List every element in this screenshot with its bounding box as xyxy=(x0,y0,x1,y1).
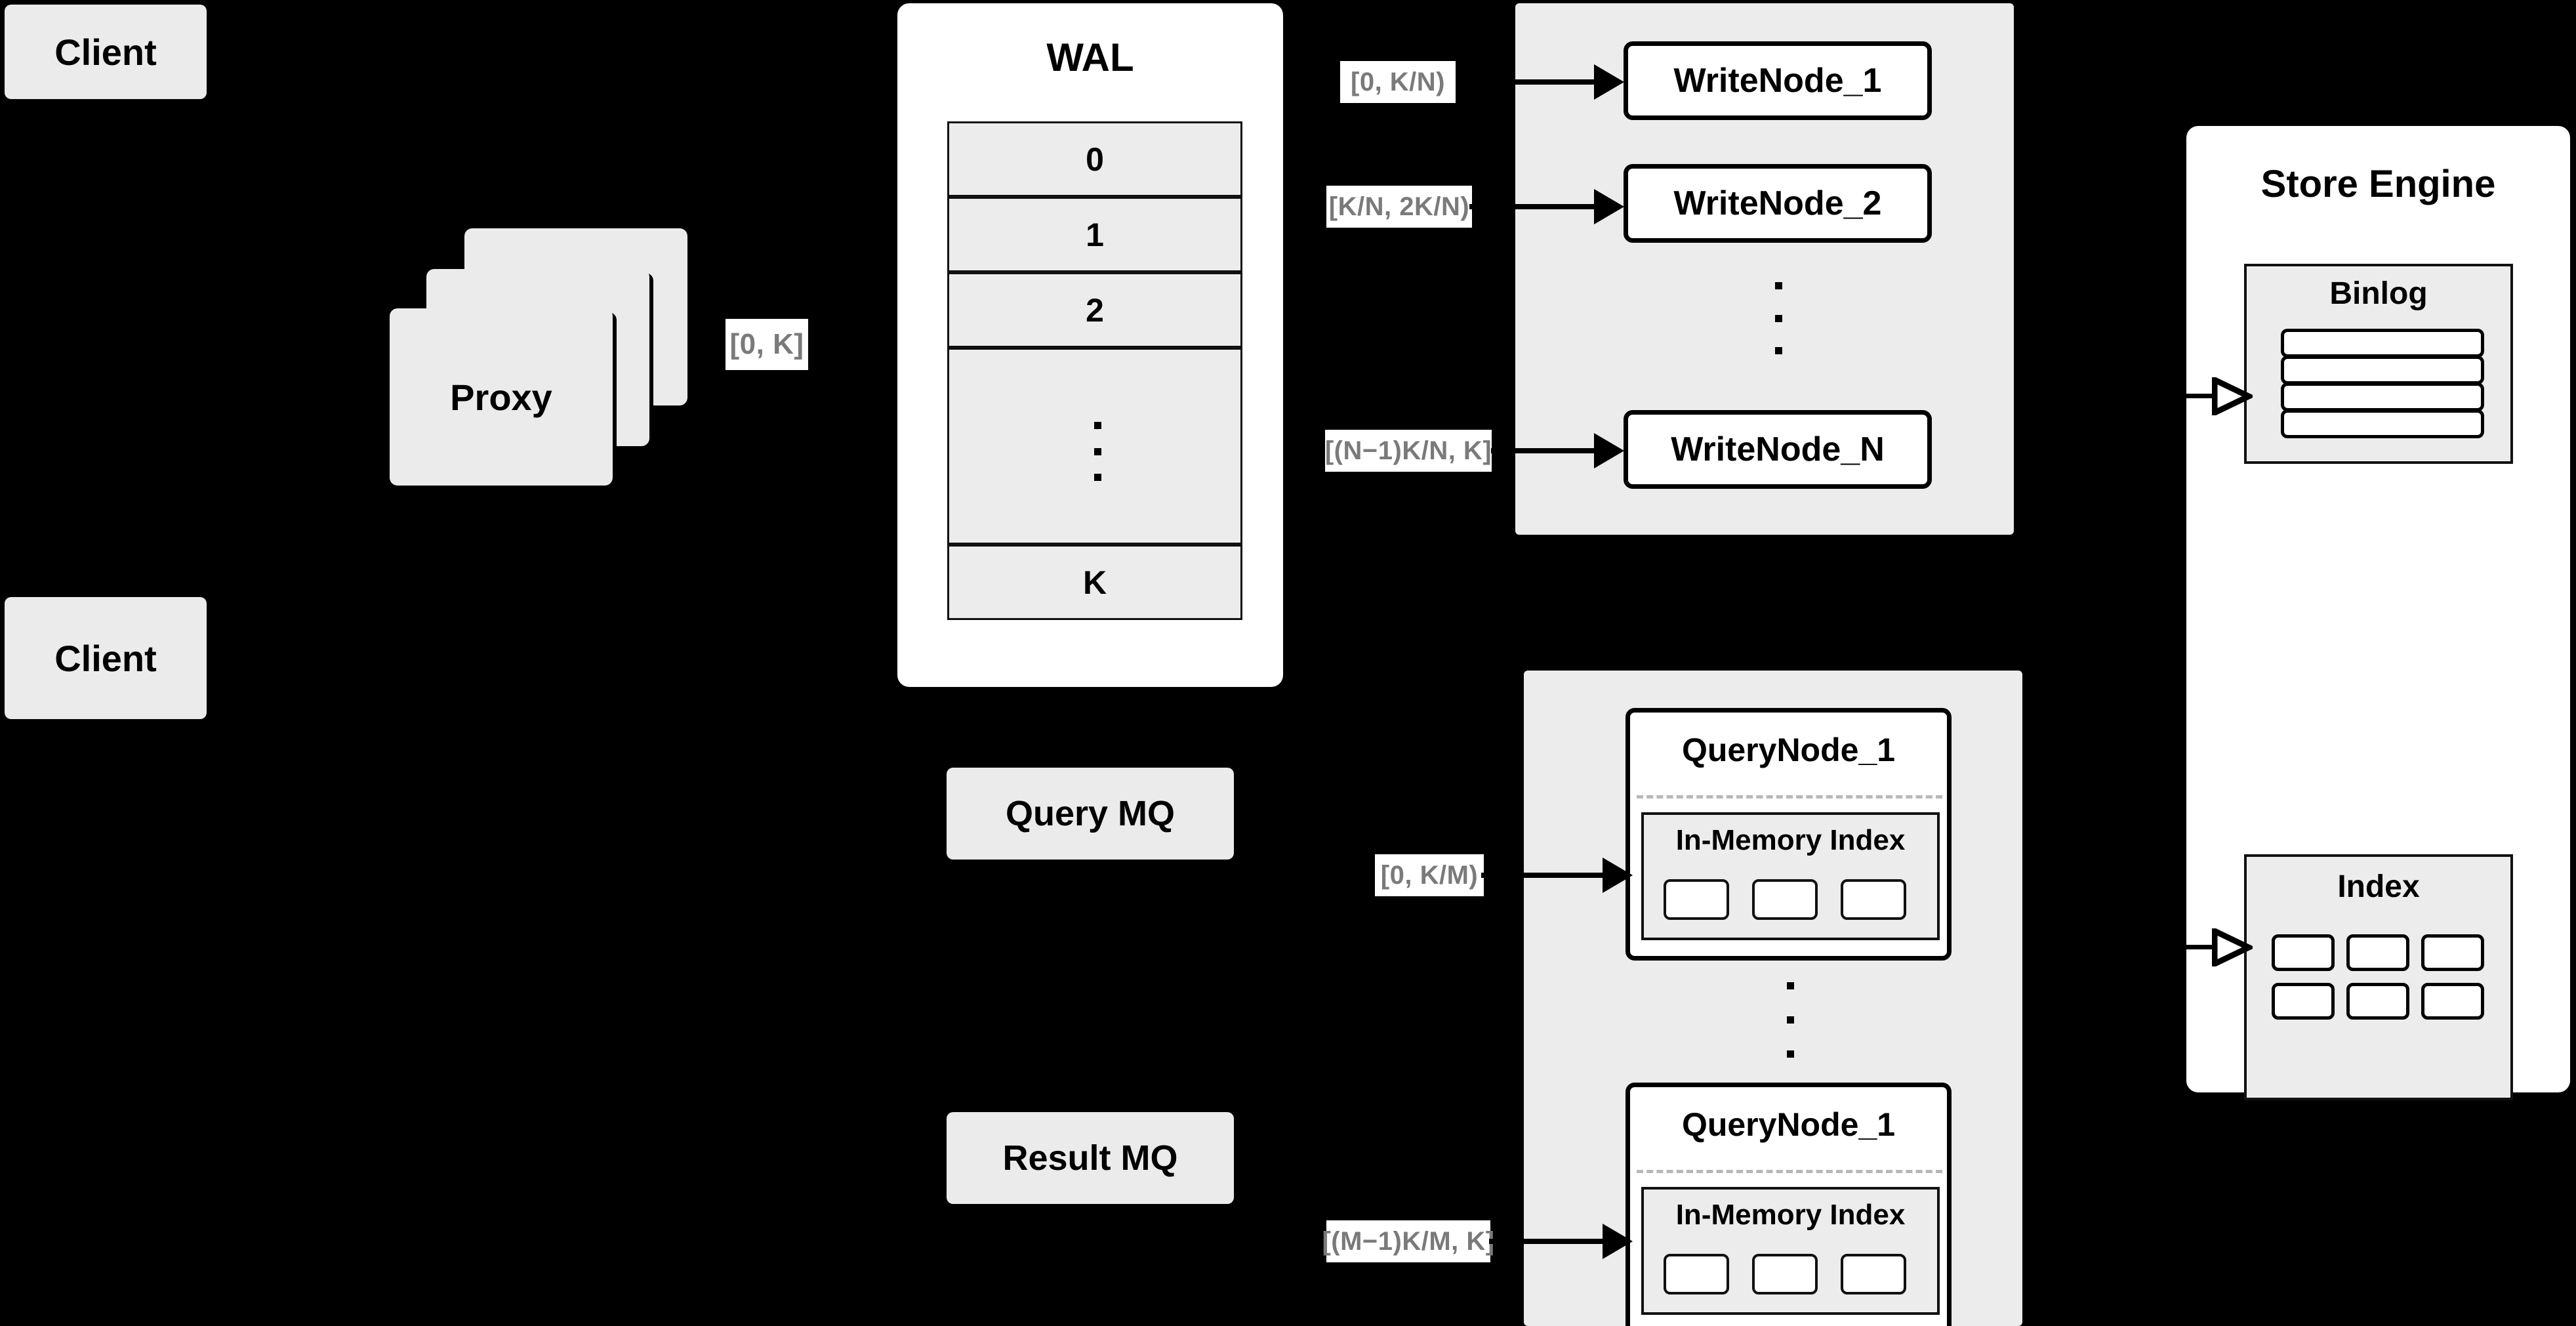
store-engine-panel: Store Engine Binlog Index xyxy=(2186,126,2570,1100)
client-box-1[interactable]: Client xyxy=(5,5,207,99)
write-range-label-1: [0, K/N) xyxy=(1340,61,1456,103)
write-range-text: [0, K/N) xyxy=(1351,67,1445,96)
query-arrow-line-1 xyxy=(1481,873,1612,878)
query-mq-label: Query MQ xyxy=(1005,794,1176,833)
query-node-divider xyxy=(1637,1170,1942,1173)
query-arrow-line-m xyxy=(1489,1239,1612,1244)
index-cell xyxy=(2346,934,2409,971)
in-memory-index-1: In-Memory Index xyxy=(1641,812,1940,940)
result-mq-box[interactable]: Result MQ xyxy=(947,1112,1234,1204)
write-arrow-line-n xyxy=(1491,448,1604,453)
index-panel: Index xyxy=(2244,854,2513,1100)
proxy-range-label: [0, K] xyxy=(726,319,808,370)
client-label: Client xyxy=(54,31,157,73)
wal-cell-label: K xyxy=(1082,564,1107,601)
write-node-label: WriteNode_N xyxy=(1671,430,1885,468)
query-node-label: QueryNode_1 xyxy=(1681,1106,1896,1143)
wal-cell-k: K xyxy=(947,545,1242,620)
binlog-arrow-head-open-icon xyxy=(2212,377,2253,415)
write-arrow-head-2 xyxy=(1594,189,1624,224)
wal-cell-label: 2 xyxy=(1086,291,1104,329)
index-slot xyxy=(1752,1254,1818,1295)
write-arrow-line-2 xyxy=(1469,204,1604,209)
query-range-text: [(M−1)K/M, K] xyxy=(1322,1226,1495,1256)
client-box-2[interactable]: Client xyxy=(5,597,207,719)
result-mq-label: Result MQ xyxy=(1002,1138,1178,1178)
query-node-m[interactable]: QueryNode_1 In-Memory Index xyxy=(1625,1083,1952,1326)
wal-panel: WAL 0 1 2 K xyxy=(897,3,1283,687)
binlog-row xyxy=(2281,356,2484,384)
index-slot xyxy=(1664,879,1729,920)
index-slot xyxy=(1752,879,1818,920)
index-title: Index xyxy=(2337,869,2420,904)
proxy-label: Proxy xyxy=(450,376,552,418)
index-arrow-head-open-icon xyxy=(2212,928,2253,966)
store-engine-title: Store Engine xyxy=(2260,163,2496,205)
in-memory-index-title: In-Memory Index xyxy=(1675,1199,1906,1231)
wal-cell-ellipsis xyxy=(947,348,1242,545)
query-range-text: [0, K/M) xyxy=(1380,860,1479,890)
index-slot xyxy=(1841,879,1906,920)
in-memory-index-m: In-Memory Index xyxy=(1641,1187,1940,1315)
proxy-card-front[interactable]: Proxy xyxy=(390,308,613,486)
index-cell xyxy=(2346,983,2409,1020)
query-range-label-m: [(M−1)K/M, K] xyxy=(1322,1220,1494,1262)
wal-cell-label: 1 xyxy=(1086,216,1104,253)
write-range-text: [(N−1)K/N, K] xyxy=(1324,436,1492,465)
query-cluster-vertical-dots-icon xyxy=(1786,982,1794,1058)
write-cluster-vertical-dots-icon xyxy=(1774,282,1782,354)
in-memory-index-title: In-Memory Index xyxy=(1675,824,1906,856)
write-node-label: WriteNode_1 xyxy=(1673,62,1882,100)
index-cell xyxy=(2421,934,2484,971)
query-arrow-head-m xyxy=(1603,1224,1633,1259)
index-arrow-line xyxy=(2183,945,2217,949)
query-cluster-panel: QueryNode_1 In-Memory Index QueryNode_1 … xyxy=(1524,671,2022,1326)
query-node-divider xyxy=(1637,795,1942,798)
query-mq-box[interactable]: Query MQ xyxy=(947,768,1234,860)
proxy-range-text: [0, K] xyxy=(729,328,804,360)
index-slot xyxy=(1664,1254,1729,1295)
binlog-arrow-line xyxy=(2183,394,2217,398)
wal-cell-0: 0 xyxy=(947,121,1242,197)
index-cell xyxy=(2272,934,2335,971)
wal-cell-1: 1 xyxy=(947,197,1242,272)
wal-cell-label: 0 xyxy=(1086,140,1104,178)
index-slot xyxy=(1841,1254,1906,1295)
index-cell xyxy=(2421,983,2484,1020)
write-range-label-n: [(N−1)K/N, K] xyxy=(1325,430,1492,472)
wal-title: WAL xyxy=(1046,35,1134,79)
binlog-title: Binlog xyxy=(2329,276,2428,311)
client-label: Client xyxy=(54,637,157,679)
proxy-stack[interactable]: Proxy xyxy=(380,217,689,486)
write-node-n[interactable]: WriteNode_N xyxy=(1624,410,1932,489)
write-node-label: WriteNode_2 xyxy=(1673,184,1882,222)
binlog-row xyxy=(2281,409,2484,438)
write-node-2[interactable]: WriteNode_2 xyxy=(1624,164,1932,243)
write-arrow-line-1 xyxy=(1469,79,1604,85)
wal-vertical-dots-icon xyxy=(1094,422,1101,481)
query-node-label: QueryNode_1 xyxy=(1681,732,1896,768)
write-node-1[interactable]: WriteNode_1 xyxy=(1624,41,1932,120)
index-cell xyxy=(2272,983,2335,1020)
write-arrow-head-n xyxy=(1594,433,1624,468)
write-arrow-head-1 xyxy=(1594,64,1624,100)
write-range-text: [K/N, 2K/N) xyxy=(1328,192,1470,221)
write-range-label-2: [K/N, 2K/N) xyxy=(1326,186,1472,228)
query-arrow-head-1 xyxy=(1603,858,1633,893)
binlog-panel: Binlog xyxy=(2244,264,2513,464)
binlog-row xyxy=(2281,329,2484,358)
binlog-row xyxy=(2281,383,2484,411)
query-node-1[interactable]: QueryNode_1 In-Memory Index xyxy=(1625,708,1952,961)
query-range-label-1: [0, K/M) xyxy=(1375,854,1484,896)
wal-cell-2: 2 xyxy=(947,272,1242,348)
